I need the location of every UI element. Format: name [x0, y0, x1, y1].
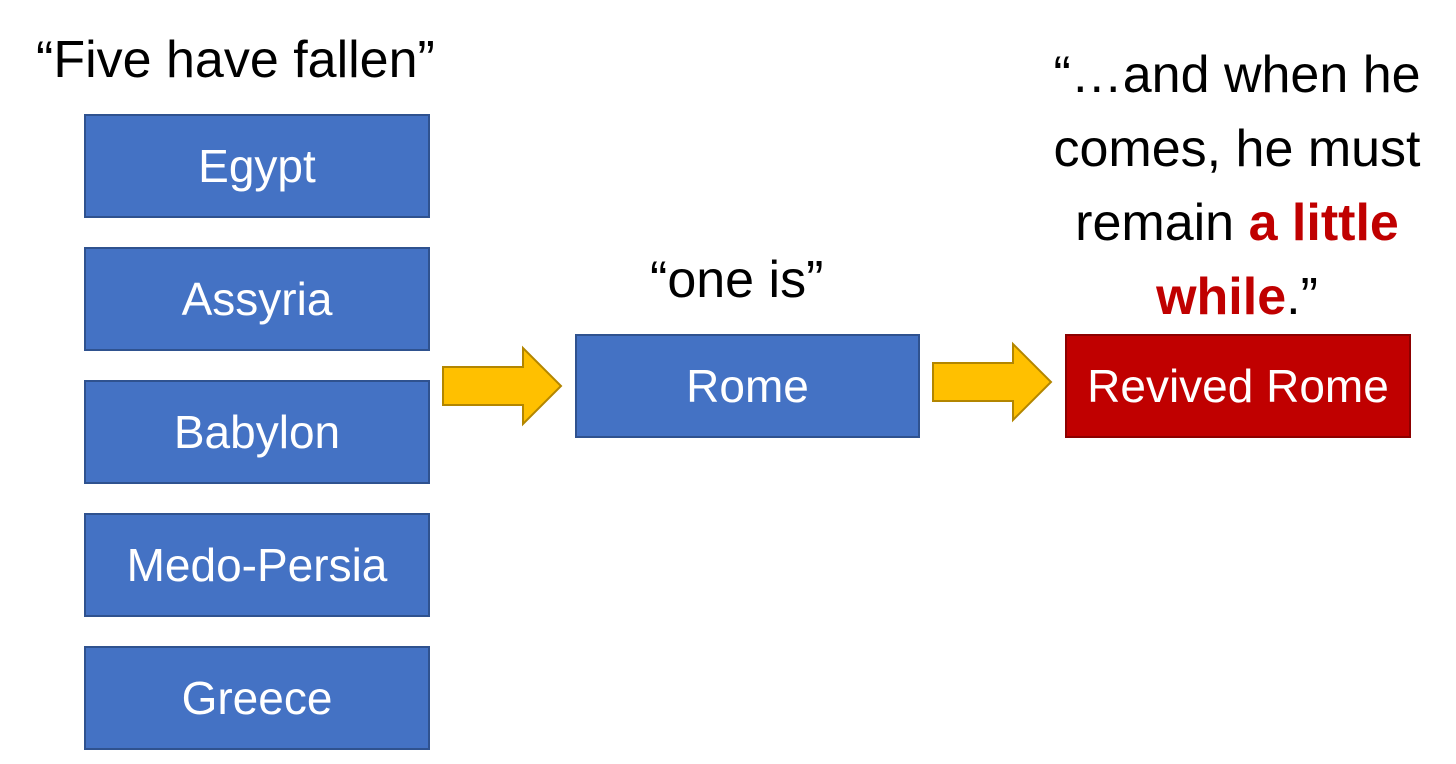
kingdom-box-assyria: Assyria: [84, 247, 430, 351]
kingdom-box-medo-persia: Medo-Persia: [84, 513, 430, 617]
when-caption-end: .”: [1286, 268, 1318, 326]
kingdom-box-babylon: Babylon: [84, 380, 430, 484]
a-little-while-highlight: a little while: [1156, 194, 1399, 326]
kingdom-box-egypt: Egypt: [84, 114, 430, 218]
when-caption-text: “…and when he comes, he must remain: [1053, 46, 1421, 252]
one-is-caption: “one is”: [650, 251, 824, 309]
fallen-caption: “Five have fallen”: [36, 31, 435, 89]
when-he-comes-caption: “…and when he comes, he must remain a li…: [1046, 38, 1428, 334]
kingdom-box-rome: Rome: [575, 334, 920, 438]
right-arrow-icon: [932, 341, 1053, 423]
kingdom-box-revived-rome: Revived Rome: [1065, 334, 1411, 438]
right-arrow-icon: [442, 345, 563, 427]
kingdom-box-greece: Greece: [84, 646, 430, 750]
